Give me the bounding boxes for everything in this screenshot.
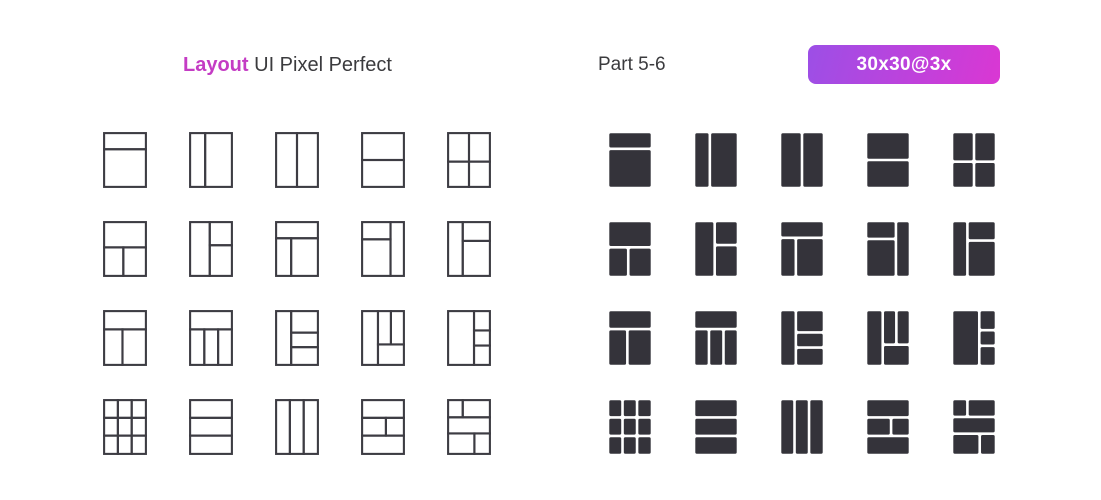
icon-outline-four-grid	[447, 132, 491, 188]
icon-solid-top-bar-two-columns	[608, 310, 652, 366]
icon-outline-top-bar-three-columns	[189, 310, 233, 366]
solid-three-rows-glyph	[695, 400, 737, 454]
icon-outline-top-bar-left-sidebar	[275, 221, 319, 277]
icon-solid-left-sidebar-three-rows	[780, 310, 824, 366]
solid-grid-3x3-glyph	[609, 400, 651, 454]
outline-left-sidebar-columns-footer-glyph	[361, 310, 405, 366]
icon-solid-top-bar-three-columns	[694, 310, 738, 366]
icon-solid-rows-middle-split	[866, 399, 910, 455]
solid-left-sidebar-glyph	[695, 133, 737, 187]
icon-outline-right-sidebar-left-split	[361, 221, 405, 277]
solid-left-sidebar-columns-footer-glyph	[867, 311, 909, 365]
icon-outline-left-sidebar-columns-footer	[361, 310, 405, 366]
solid-mosaic-rows-glyph	[953, 400, 995, 454]
icon-solid-left-sidebar-right-split	[952, 221, 996, 277]
icon-solid-two-rows	[866, 132, 910, 188]
icon-solid-right-sidebar-three-rows	[952, 310, 996, 366]
part-label: Part 5-6	[598, 54, 666, 75]
solid-top-bar-glyph	[609, 133, 651, 187]
solid-left-column-right-split-glyph	[695, 222, 737, 276]
outline-two-rows-glyph	[361, 132, 405, 188]
page-title-accent: Layout	[183, 54, 249, 76]
icon-outline-left-sidebar-three-rows	[275, 310, 319, 366]
solid-left-sidebar-right-split-glyph	[953, 222, 995, 276]
outline-left-column-right-split-glyph	[189, 221, 233, 277]
icon-solid-left-column-right-split	[694, 221, 738, 277]
outline-left-sidebar-right-split-glyph	[447, 221, 491, 277]
icon-solid-top-bar	[608, 132, 652, 188]
solid-rows-middle-split-glyph	[867, 400, 909, 454]
solid-three-columns-glyph	[781, 400, 823, 454]
solid-left-sidebar-three-rows-glyph	[781, 311, 823, 365]
icon-outline-three-rows	[189, 399, 233, 455]
icon-solid-three-columns	[780, 399, 824, 455]
icon-outline-top-bar-two-columns	[103, 310, 147, 366]
icon-solid-grid-3x3	[608, 399, 652, 455]
icon-outline-left-sidebar-right-split	[447, 221, 491, 277]
icon-solid-left-sidebar-columns-footer	[866, 310, 910, 366]
icon-solid-left-sidebar	[694, 132, 738, 188]
outline-four-grid-glyph	[447, 132, 491, 188]
icon-grid-outline	[103, 132, 491, 455]
solid-top-bar-left-sidebar-glyph	[781, 222, 823, 276]
solid-top-bar-split-bottom-glyph	[609, 222, 651, 276]
solid-top-bar-three-columns-glyph	[695, 311, 737, 365]
page-title: Layout UI Pixel Perfect	[183, 52, 392, 78]
page-title-rest: UI Pixel Perfect	[248, 54, 392, 76]
icon-solid-mosaic-rows	[952, 399, 996, 455]
solid-right-sidebar-left-split-glyph	[867, 222, 909, 276]
outline-grid-3x3-glyph	[103, 399, 147, 455]
icon-outline-two-columns	[275, 132, 319, 188]
icon-outline-top-bar	[103, 132, 147, 188]
outline-left-sidebar-glyph	[189, 132, 233, 188]
solid-four-grid-glyph	[953, 133, 995, 187]
outline-top-bar-left-sidebar-glyph	[275, 221, 319, 277]
size-badge-label: 30x30@3x	[856, 53, 952, 75]
solid-two-rows-glyph	[867, 133, 909, 187]
outline-top-bar-split-bottom-glyph	[103, 221, 147, 277]
icon-solid-top-bar-split-bottom	[608, 221, 652, 277]
outline-three-rows-glyph	[189, 399, 233, 455]
solid-two-columns-glyph	[781, 133, 823, 187]
outline-rows-middle-split-glyph	[361, 399, 405, 455]
icon-outline-right-sidebar-three-rows	[447, 310, 491, 366]
solid-top-bar-two-columns-glyph	[609, 311, 651, 365]
outline-left-sidebar-three-rows-glyph	[275, 310, 319, 366]
outline-mosaic-rows-glyph	[447, 399, 491, 455]
icon-solid-two-columns	[780, 132, 824, 188]
icon-outline-three-columns	[275, 399, 319, 455]
icon-outline-top-bar-split-bottom	[103, 221, 147, 277]
outline-top-bar-two-columns-glyph	[103, 310, 147, 366]
icon-grid-solid	[608, 132, 996, 455]
icon-outline-left-sidebar	[189, 132, 233, 188]
icon-outline-mosaic-rows	[447, 399, 491, 455]
icon-solid-three-rows	[694, 399, 738, 455]
icon-solid-four-grid	[952, 132, 996, 188]
outline-top-bar-three-columns-glyph	[189, 310, 233, 366]
icon-outline-rows-middle-split	[361, 399, 405, 455]
outline-two-columns-glyph	[275, 132, 319, 188]
outline-right-sidebar-three-rows-glyph	[447, 310, 491, 366]
icon-solid-top-bar-left-sidebar	[780, 221, 824, 277]
size-badge: 30x30@3x	[808, 45, 1000, 84]
icon-outline-grid-3x3	[103, 399, 147, 455]
outline-right-sidebar-left-split-glyph	[361, 221, 405, 277]
solid-right-sidebar-three-rows-glyph	[953, 311, 995, 365]
icon-outline-two-rows	[361, 132, 405, 188]
outline-three-columns-glyph	[275, 399, 319, 455]
icon-solid-right-sidebar-left-split	[866, 221, 910, 277]
icon-outline-left-column-right-split	[189, 221, 233, 277]
outline-top-bar-glyph	[103, 132, 147, 188]
